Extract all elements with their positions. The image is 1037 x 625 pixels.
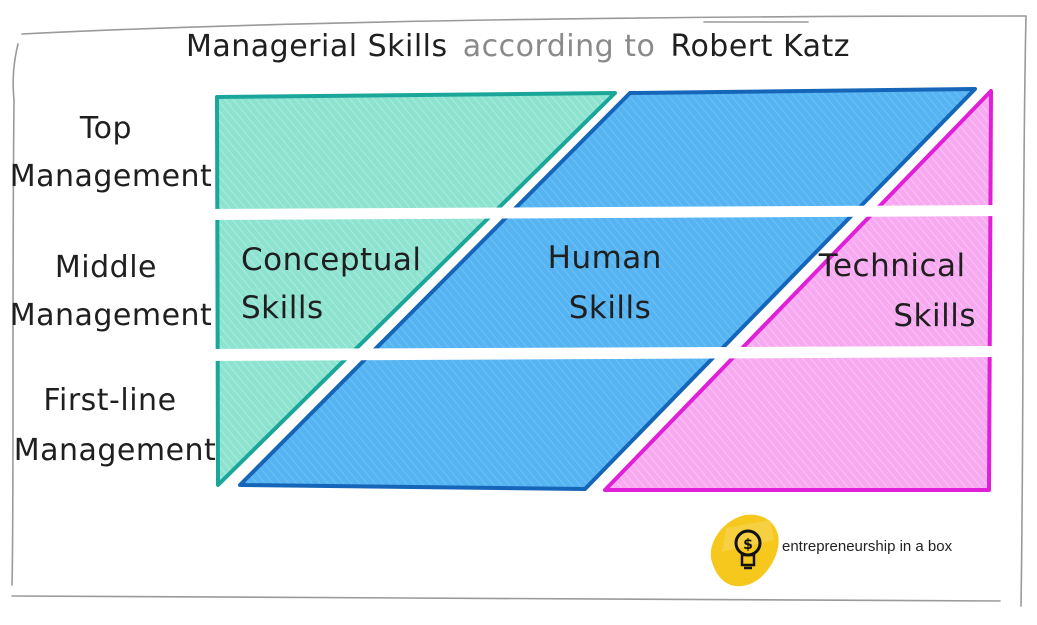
svg-text:$: $ [743, 537, 753, 553]
title-part1: Managerial Skills [186, 29, 448, 64]
level-separators [200, 205, 1005, 361]
row-label-first-line: First-line Management [14, 383, 217, 468]
lightbulb-dollar-icon: $ [710, 514, 779, 587]
page-border [11, 15, 1027, 607]
separator-top-middle [200, 205, 1005, 220]
row-labels: Top Management Middle Management First-l… [10, 111, 217, 468]
conceptual-skills-area [215, 91, 617, 487]
human-skills-label: Human Skills [548, 240, 673, 326]
brand-name: entrepreneurship in a box [782, 538, 953, 555]
conceptual-skills-label: Conceptual Skills [241, 242, 432, 326]
row-label-top: Top Management [10, 111, 213, 194]
title-part2: according to [463, 29, 656, 64]
brand-logo: $ entrepreneurship in a box [710, 514, 953, 587]
technical-skills-label: Technical Skills [818, 248, 976, 334]
separator-middle-first [200, 346, 1005, 361]
skill-labels: Conceptual Skills Human Skills Technical… [241, 240, 976, 334]
technical-skills-area [603, 89, 993, 492]
skill-areas [215, 87, 993, 492]
title-part3: Robert Katz [670, 29, 850, 64]
diagram-title: Managerial Skills according to Robert Ka… [186, 29, 850, 64]
row-label-middle: Middle Management [10, 250, 213, 333]
